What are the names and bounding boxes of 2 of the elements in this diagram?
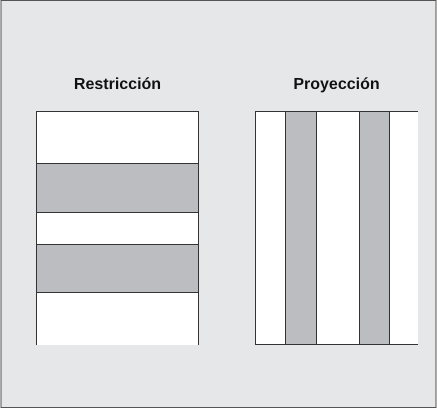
panel-heading: Restricción — [72, 76, 162, 94]
panel-heading: Proyección — [292, 76, 381, 94]
